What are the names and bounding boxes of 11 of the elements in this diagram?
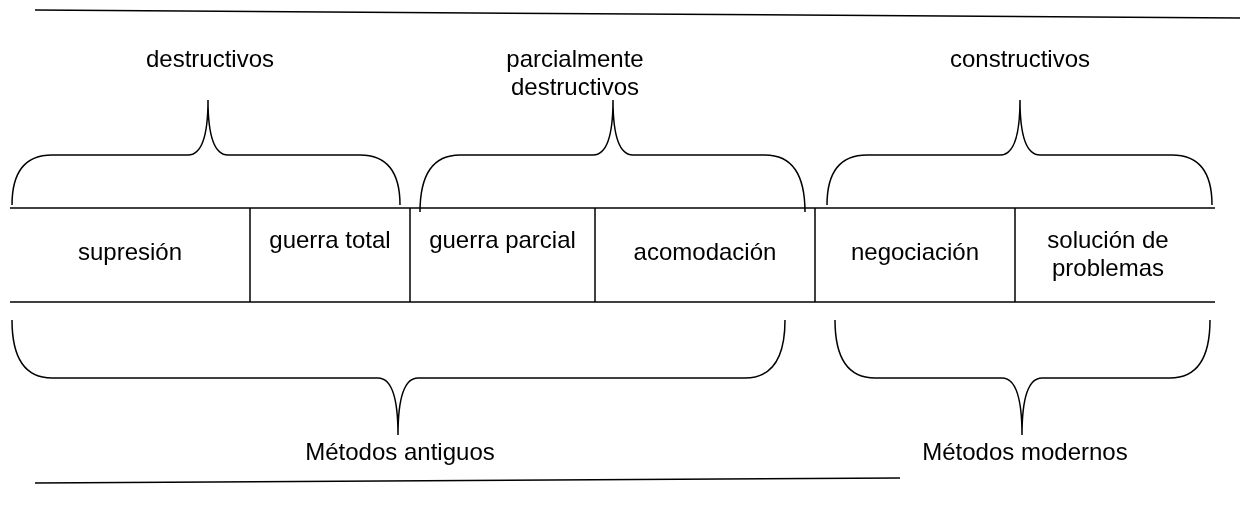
method-label: solución de problemas <box>1046 226 1170 282</box>
group-label: Métodos modernos <box>921 438 1129 466</box>
method-label: guerra total <box>268 226 392 254</box>
method-label: negociación <box>849 238 981 266</box>
method-label: supresión <box>76 238 184 266</box>
method-label: acomodación <box>632 238 778 266</box>
category-label: constructivos <box>948 45 1092 73</box>
category-label: parcialmente destructivos <box>505 45 645 101</box>
group-label: Métodos antiguos <box>304 438 496 466</box>
category-label: destructivos <box>144 45 276 73</box>
method-label: guerra parcial <box>428 226 577 254</box>
